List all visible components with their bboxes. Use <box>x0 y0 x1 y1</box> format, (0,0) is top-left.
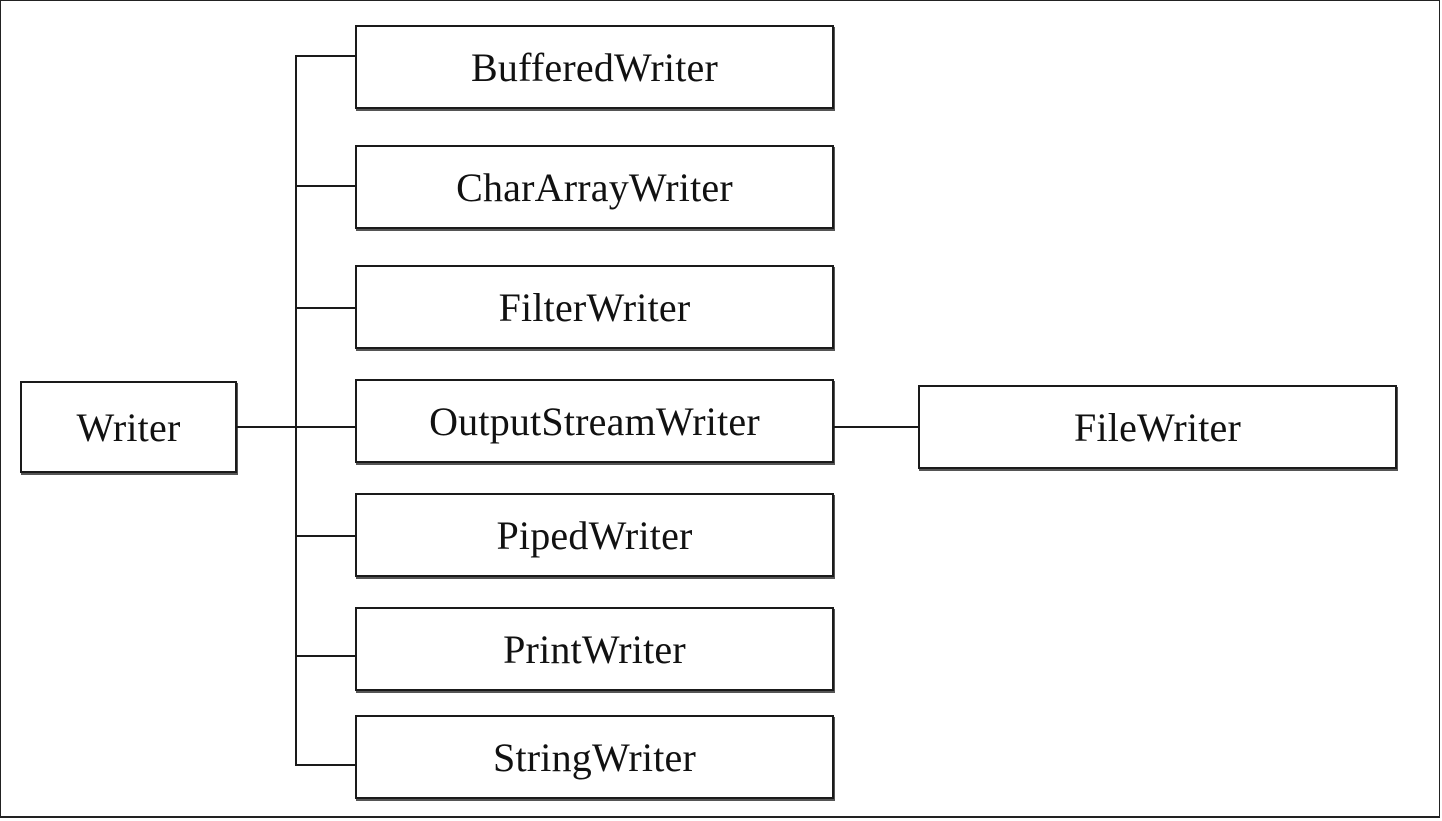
connector-branch-printwriter <box>295 655 355 657</box>
node-bufferedwriter: BufferedWriter <box>355 25 834 109</box>
node-filewriter: FileWriter <box>918 385 1397 469</box>
connector-branch-chararraywriter <box>295 185 355 187</box>
node-printwriter: PrintWriter <box>355 607 834 691</box>
connector-branch-outputstreamwriter <box>295 426 355 428</box>
node-stringwriter: StringWriter <box>355 715 834 799</box>
node-pipedwriter: PipedWriter <box>355 493 834 577</box>
connector-outputstreamwriter-to-filewriter <box>834 426 918 428</box>
node-writer: Writer <box>20 381 237 473</box>
connector-branch-bufferedwriter <box>295 55 355 57</box>
connector-root-to-trunk <box>237 426 297 428</box>
connector-branch-stringwriter <box>295 764 355 766</box>
connector-branch-pipedwriter <box>295 535 355 537</box>
node-outputstreamwriter: OutputStreamWriter <box>355 379 834 463</box>
node-filterwriter: FilterWriter <box>355 265 834 349</box>
node-chararraywriter: CharArrayWriter <box>355 145 834 229</box>
connector-trunk <box>295 55 297 765</box>
connector-branch-filterwriter <box>295 307 355 309</box>
